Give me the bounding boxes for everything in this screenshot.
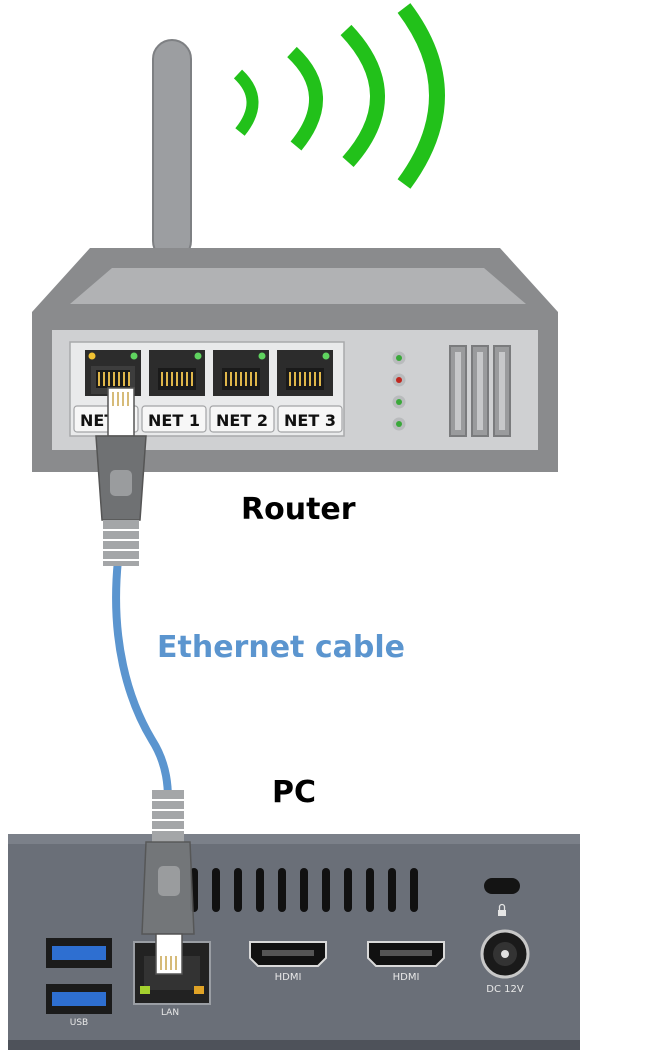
router-status-leds — [392, 351, 406, 431]
pc-lan-label: LAN — [161, 1008, 179, 1018]
pc-hdmi-port-1 — [249, 941, 327, 967]
lock-icon — [498, 903, 506, 916]
router-port-tab-2 — [209, 405, 275, 433]
router-port-label-3: NET 3 — [284, 411, 336, 430]
pc-vents — [190, 868, 418, 912]
ethernet-cable-label: Ethernet cable — [157, 630, 405, 665]
router-port-net-1 — [149, 350, 205, 396]
wifi-wave-2 — [287, 46, 323, 151]
router-cable-plug — [95, 387, 147, 566]
pc: USB LAN HDMI HDMI DC 12V — [8, 834, 580, 1050]
router-port-tab-3 — [277, 405, 343, 433]
ethernet-cable — [112, 556, 172, 804]
router-port-net-3 — [277, 350, 333, 396]
wifi-wave-3 — [340, 24, 385, 168]
pc-usb-port-2 — [46, 984, 112, 1014]
pc-hdmi-port-2 — [367, 941, 445, 967]
wifi-signal-icon — [233, 3, 445, 189]
pc-label: PC — [272, 775, 317, 810]
router-label: Router — [241, 492, 356, 527]
wifi-wave-1 — [233, 69, 259, 136]
router-port-tab-1 — [141, 405, 207, 433]
router-top-inset — [70, 268, 526, 304]
pc-cable-plug — [141, 790, 195, 975]
router-antenna — [152, 39, 192, 261]
pc-dc-label: DC 12V — [486, 984, 524, 995]
pc-dc-jack — [480, 929, 530, 979]
pc-bottom-edge — [8, 1040, 580, 1050]
pc-usb-label: USB — [70, 1018, 88, 1028]
pc-hdmi-label-2: HDMI — [393, 972, 420, 983]
pc-top-edge — [8, 834, 580, 844]
pc-lock-slot — [484, 878, 520, 894]
router-port-label-2: NET 2 — [216, 411, 268, 430]
pc-hdmi-label-1: HDMI — [275, 972, 302, 983]
pc-usb-port-1 — [46, 938, 112, 968]
router-port-label-1: NET 1 — [148, 411, 200, 430]
wifi-wave-4 — [397, 3, 445, 189]
router-port-net-2 — [213, 350, 269, 396]
